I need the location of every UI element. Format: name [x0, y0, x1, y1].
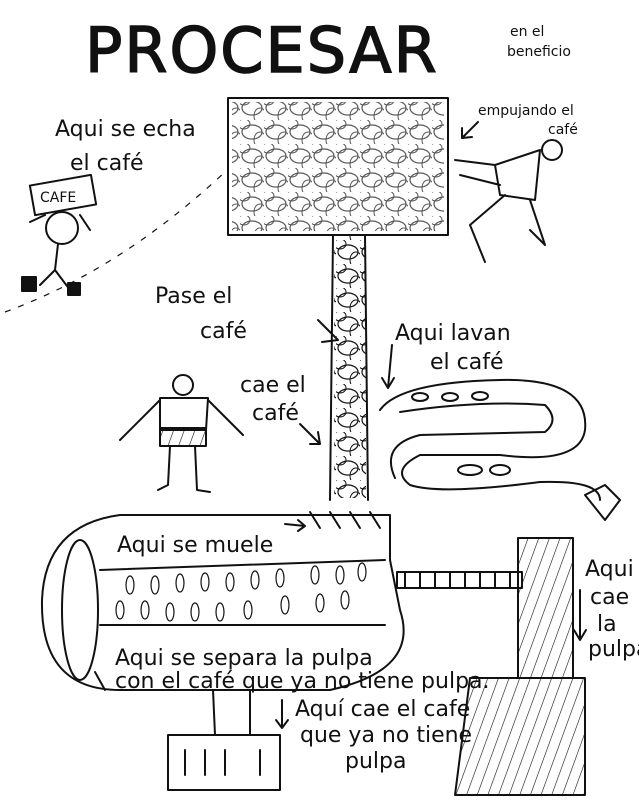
arrow-separa: [94, 671, 106, 691]
label-echa-2: el café: [70, 151, 144, 176]
washing-channel: [379, 378, 621, 521]
arrow-empujando: [461, 121, 479, 139]
dashed-trail: [4, 171, 226, 313]
arrow-muele: [284, 519, 306, 532]
label-cae-1: cae el: [240, 373, 306, 398]
label-lavan-1: Aqui lavan: [395, 321, 511, 346]
pulp-conveyor: [396, 571, 523, 589]
label-echa-1: Aqui se echa: [55, 117, 196, 142]
subtitle-line-2: beneficio: [507, 44, 571, 60]
label-sin-pulpa-1: Aquí cae el cafe: [295, 697, 470, 722]
label-muele: Aqui se muele: [117, 533, 273, 558]
arrow-pulpa: [573, 589, 587, 641]
person-standing: [119, 374, 244, 493]
person-pushing: [454, 139, 563, 263]
label-pase-1: Pase el: [155, 284, 232, 309]
label-sin-pulpa-2: que ya no tiene: [300, 723, 472, 748]
pulp-column: [454, 537, 586, 796]
label-sin-pulpa-3: pulpa: [345, 749, 406, 774]
title: PROCESAR: [85, 14, 439, 87]
subtitle-line-1: en el: [510, 24, 544, 40]
label-pulpa-2: cae: [590, 585, 629, 610]
label-pulpa-3: la: [597, 612, 617, 637]
label-empujando-1: empujando el: [478, 103, 574, 119]
pipe: [329, 234, 369, 501]
label-lavan-2: el café: [430, 350, 504, 375]
bag-label: CAFE: [40, 190, 76, 206]
hopper: [227, 97, 449, 236]
label-separa-1: Aqui se separa la pulpa: [115, 646, 373, 671]
arrow-pase: [317, 319, 339, 343]
arrow-cae: [299, 423, 321, 445]
grinder-separator: [40, 511, 405, 691]
arrow-sin-pulpa: [275, 699, 289, 729]
outlet-pipes: [212, 689, 251, 736]
label-pulpa-1: Aqui: [585, 557, 634, 582]
collection-box: [167, 734, 281, 791]
label-empujando-2: café: [548, 122, 578, 138]
label-pulpa-4: pulpa: [588, 637, 639, 662]
label-pase-2: café: [200, 319, 247, 344]
label-separa-2: con el café que ya no tiene pulpa.: [115, 669, 490, 694]
boy-carrying-bag: [21, 173, 98, 296]
label-cae-2: café: [252, 401, 299, 426]
arrow-lavan: [381, 344, 395, 389]
